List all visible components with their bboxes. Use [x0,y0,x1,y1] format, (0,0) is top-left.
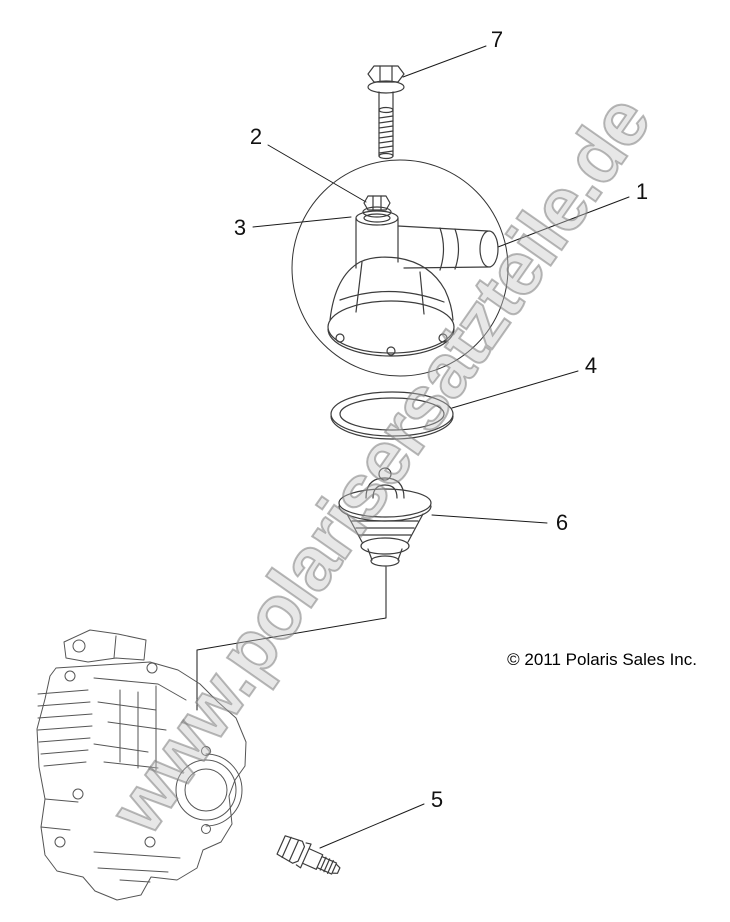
copyright-text: © 2011 Polaris Sales Inc. [507,650,697,669]
callout-2: 2 [249,124,263,149]
housing-drawing [327,195,499,357]
bolt-drawing [367,65,405,160]
leader-lines [252,45,630,849]
engine-block-drawing [36,629,247,901]
oring-drawing [330,391,454,440]
detail-circle [291,159,509,377]
callout-4: 4 [584,353,598,378]
connector-line [196,566,387,711]
callout-6: 6 [555,510,569,535]
plug-drawing [276,835,341,875]
callout-5: 5 [430,787,444,812]
callout-3: 3 [233,215,247,240]
callout-1: 1 [635,179,649,204]
callout-7: 7 [490,27,504,52]
thermostat-drawing [338,467,432,567]
